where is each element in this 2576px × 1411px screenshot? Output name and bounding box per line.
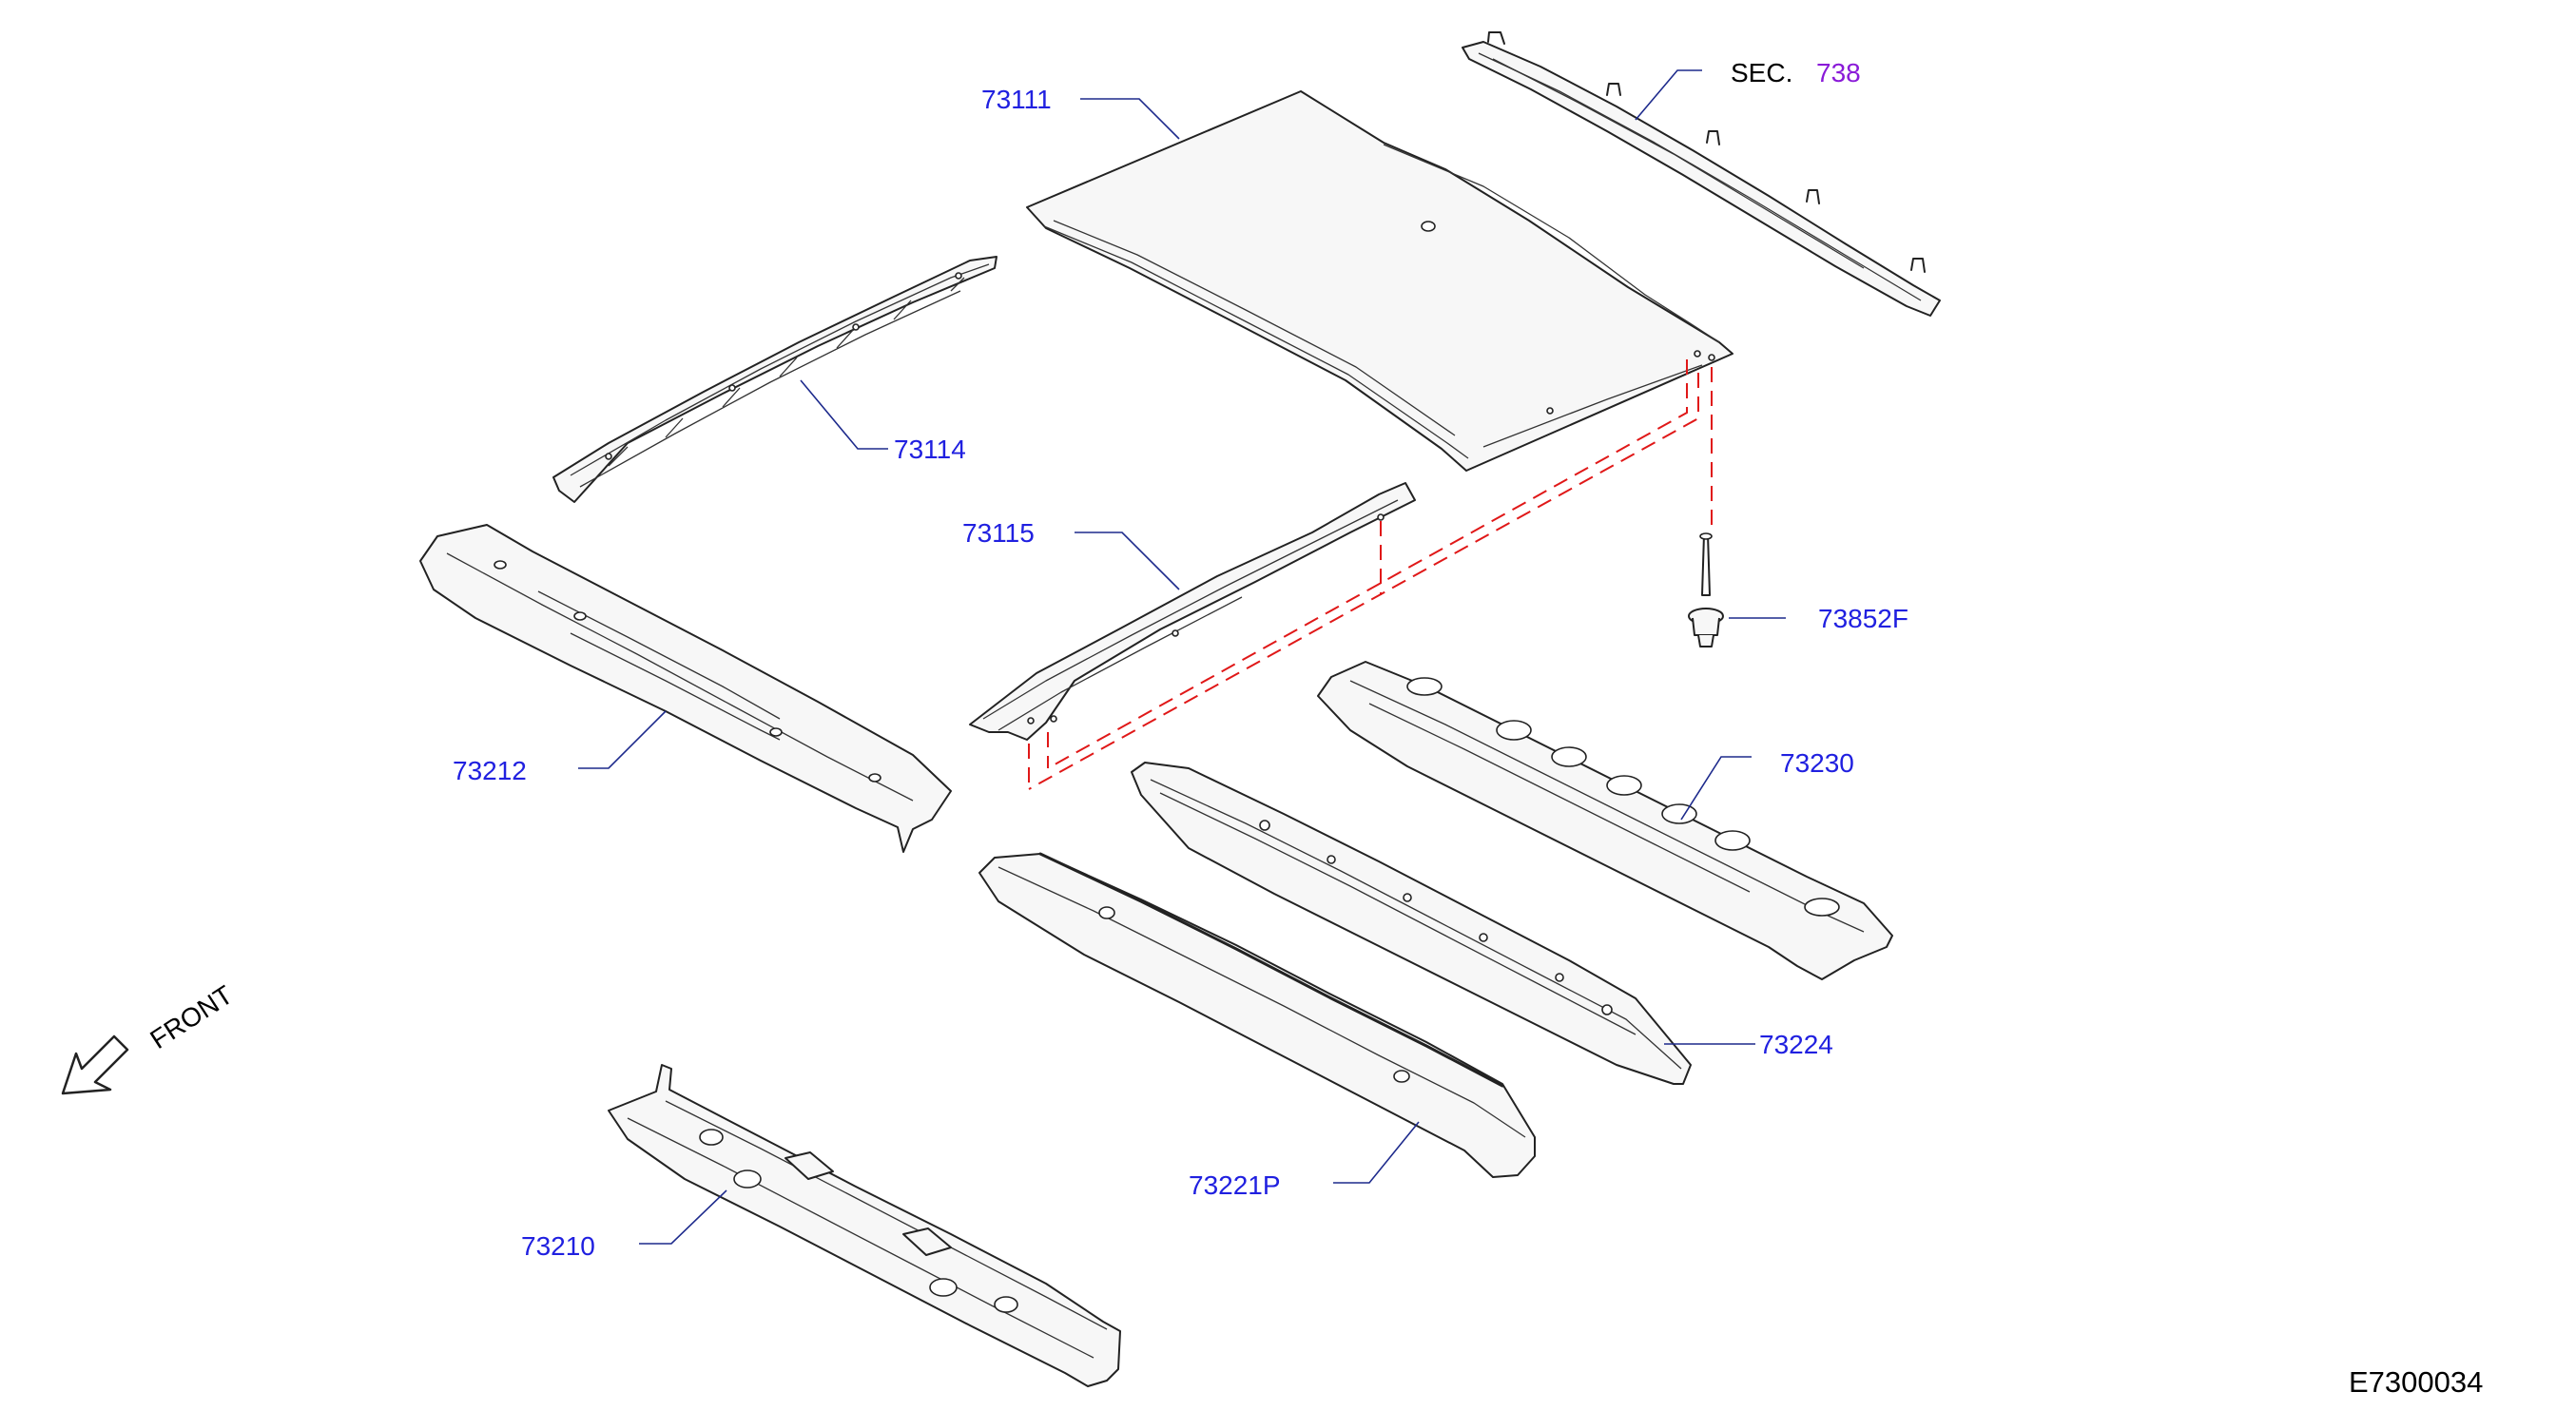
label-73114: 73114 bbox=[894, 435, 966, 464]
side-rail-73212-drawing bbox=[419, 524, 952, 853]
section-prefix: SEC. bbox=[1731, 58, 1792, 87]
front-arrow-icon bbox=[61, 1034, 129, 1095]
front-header-73210-drawing bbox=[608, 1064, 1121, 1387]
roof-bow-73221P-drawing bbox=[978, 852, 1536, 1178]
label-73212: 73212 bbox=[453, 756, 527, 785]
label-73221P: 73221P bbox=[1189, 1170, 1281, 1200]
front-label: FRONT bbox=[145, 980, 238, 1055]
label-73115: 73115 bbox=[962, 518, 1035, 548]
label-73230: 73230 bbox=[1780, 748, 1854, 778]
leader-lines bbox=[578, 69, 1786, 1245]
roof-bow-73224-drawing bbox=[1131, 762, 1692, 1085]
label-73210: 73210 bbox=[521, 1231, 595, 1261]
section-738-rail-drawing bbox=[1462, 31, 1941, 317]
reinforcement-73114-drawing bbox=[552, 256, 997, 503]
roof-bow-73115-drawing bbox=[969, 482, 1416, 741]
section-number-link[interactable]: 738 bbox=[1816, 58, 1861, 87]
clip-73852F-drawing bbox=[1688, 532, 1724, 648]
roof-panel-drawing bbox=[1026, 90, 1733, 472]
label-73224: 73224 bbox=[1759, 1030, 1833, 1059]
label-73111: 73111 bbox=[981, 85, 1052, 114]
alignment-lines bbox=[1028, 359, 1713, 790]
diagram-id: E7300034 bbox=[2349, 1365, 2483, 1399]
label-73852F: 73852F bbox=[1818, 604, 1908, 633]
